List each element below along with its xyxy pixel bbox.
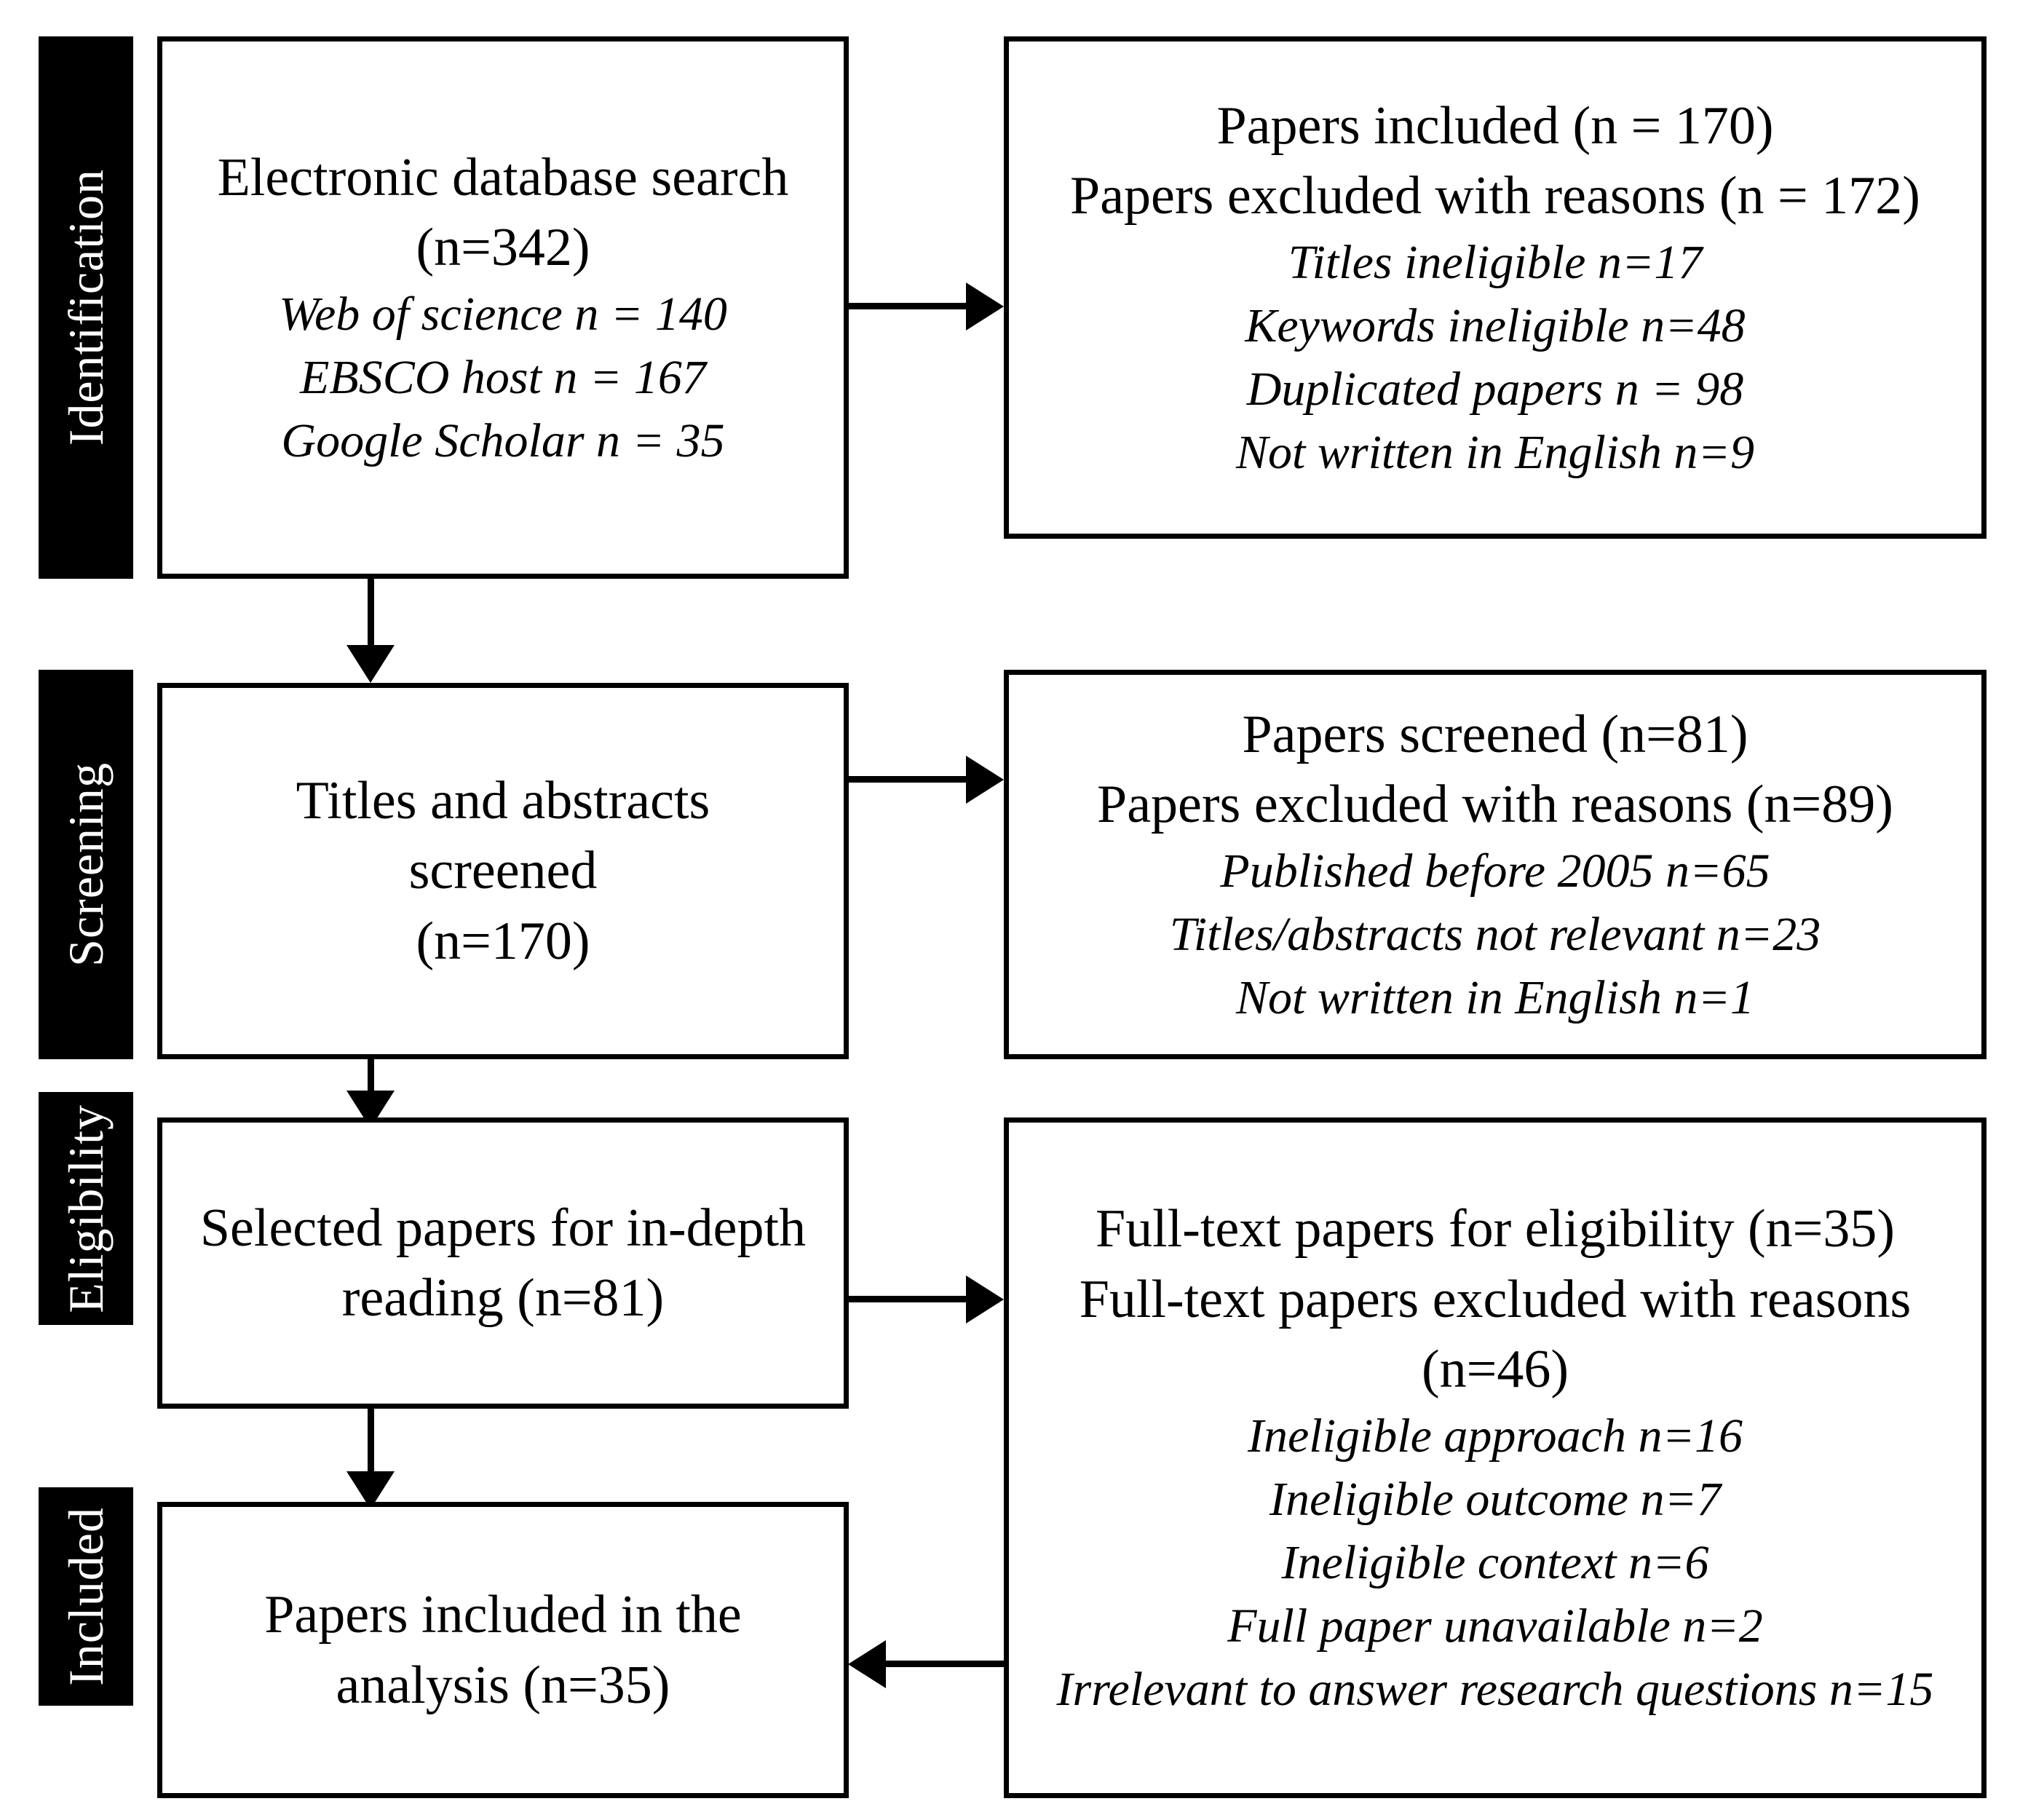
connector-eligibility-to-included [368, 1409, 374, 1481]
box-included-left: Papers included in the analysis (n=35) [157, 1502, 849, 1798]
box-line: Full-text papers excluded with reasons [1079, 1269, 1912, 1329]
box-line: (n=170) [416, 911, 590, 971]
stage-bar-screening: Screening [39, 670, 133, 1059]
connector-eligibility-right-to-included-left [884, 1661, 1007, 1667]
box-line: Keywords ineligible n=48 [1245, 299, 1746, 353]
box-line: Ineligible outcome n=7 [1269, 1473, 1722, 1527]
stage-label-screening: Screening [58, 762, 114, 967]
connector-identification-left-to-right [849, 303, 969, 309]
box-screening-left: Titles and abstracts screened (n=170) [157, 683, 849, 1059]
box-line: analysis (n=35) [336, 1655, 670, 1715]
box-line: Titles/abstracts not relevant n=23 [1169, 908, 1821, 962]
box-eligibility-right: Full-text papers for eligibility (n=35) … [1004, 1117, 1987, 1798]
box-line: Titles ineligible n=17 [1288, 235, 1703, 289]
arrowhead-screening-right [966, 756, 1004, 804]
box-line: Papers excluded with reasons (n = 172) [1070, 165, 1920, 226]
box-line: Papers excluded with reasons (n=89) [1097, 774, 1893, 834]
box-eligibility-left: Selected papers for in-depth reading (n=… [157, 1117, 849, 1409]
box-line: Published before 2005 n=65 [1220, 844, 1770, 898]
box-line: Google Scholar n = 35 [281, 414, 725, 468]
box-line: Not written in English n=9 [1236, 426, 1754, 480]
connector-eligibility-left-to-right [849, 1296, 969, 1302]
box-line: (n=46) [1421, 1339, 1569, 1399]
box-line: Web of science n = 140 [279, 288, 727, 341]
stage-bar-identification: Identification [39, 36, 133, 579]
box-identification-left: Electronic database search (n=342) Web o… [157, 36, 849, 579]
stage-label-included: Included [58, 1507, 114, 1686]
arrowhead-identification-right [966, 282, 1004, 331]
box-line: reading (n=81) [341, 1268, 665, 1328]
box-line: Papers screened (n=81) [1242, 704, 1748, 764]
arrowhead-included-left [848, 1640, 886, 1688]
box-line: Irrelevant to answer research questions … [1056, 1663, 1934, 1717]
arrowhead-screening-down [346, 645, 395, 683]
stage-bar-included: Included [39, 1487, 133, 1706]
box-screening-right: Papers screened (n=81) Papers excluded w… [1004, 670, 1987, 1059]
stage-bar-eligibility: Eligibility [39, 1092, 133, 1325]
stage-label-eligibility: Eligibility [58, 1104, 114, 1313]
box-line: EBSCO host n = 167 [300, 351, 706, 405]
box-line: Full paper unavailable n=2 [1227, 1599, 1763, 1653]
box-line: Not written in English n=1 [1236, 971, 1754, 1025]
box-line: Selected papers for in-depth [199, 1198, 807, 1258]
box-line: Duplicated papers n = 98 [1246, 363, 1744, 416]
box-line: Papers included (n = 170) [1216, 95, 1774, 156]
box-line: Ineligible context n=6 [1281, 1536, 1709, 1590]
arrowhead-eligibility-right [966, 1275, 1004, 1324]
box-line: Full-text papers for eligibility (n=35) [1095, 1199, 1896, 1259]
box-line: Ineligible approach n=16 [1248, 1409, 1743, 1463]
box-line: Papers included in the [264, 1585, 742, 1645]
box-line: Titles and abstracts [296, 771, 710, 831]
connector-screening-left-to-right [849, 776, 969, 783]
connector-screening-to-eligibility [368, 1059, 374, 1101]
box-line: (n=342) [416, 217, 590, 277]
box-line: screened [408, 841, 598, 901]
stage-label-identification: Identification [58, 169, 114, 446]
box-identification-right: Papers included (n = 170) Papers exclude… [1004, 36, 1987, 539]
box-line: Electronic database search [217, 147, 789, 207]
connector-identification-to-screening [368, 579, 374, 655]
